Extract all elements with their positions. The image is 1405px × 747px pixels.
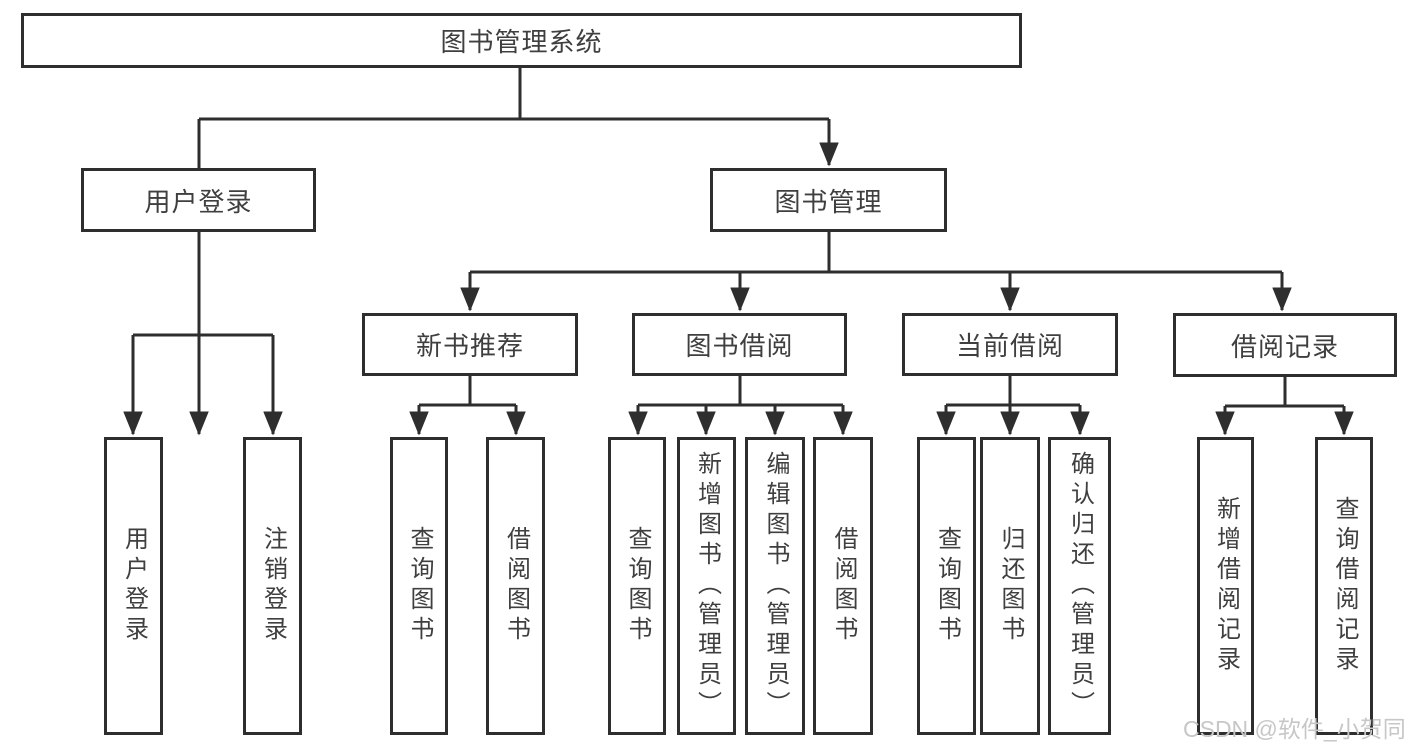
leaf-user-login: 用户登录 [104,437,163,735]
leaf-return-books: 归还图书 [980,437,1040,735]
node-label: 新增借阅记录 [1212,496,1240,676]
node-label: 确认归还（管理员） [1066,451,1094,721]
node-book-management: 图书管理 [710,168,947,232]
node-current-borrowing: 当前借阅 [902,313,1118,376]
node-book-borrowing: 图书借阅 [632,313,847,376]
leaf-search-books-borrowing: 查询图书 [608,437,666,735]
node-label: 注销登录 [259,526,287,646]
node-borrowing-records: 借阅记录 [1173,313,1397,377]
leaf-add-borrow-record: 新增借阅记录 [1197,437,1254,735]
leaf-borrow-books: 借阅图书 [813,437,873,735]
node-label: 查询图书 [933,526,961,646]
node-label: 图书管理 [774,186,883,217]
node-label: 查询图书 [406,526,433,646]
node-label: 查询借阅记录 [1331,496,1358,676]
leaf-logout: 注销登录 [243,437,302,735]
node-label: 用户登录 [120,526,148,646]
node-label: 查询图书 [624,526,651,646]
node-label: 新增图书（管理员） [693,451,721,721]
node-label: 新书推荐 [415,331,524,361]
node-label: 借阅图书 [830,526,857,646]
node-label: 当前借阅 [955,331,1064,361]
leaf-borrow-books-recommend: 借阅图书 [486,437,545,735]
node-label: 借阅图书 [502,526,530,646]
node-label: 归还图书 [997,526,1024,646]
node-root: 图书管理系统 [21,13,1022,68]
watermark: CSDN @软件_小贺同学 [1183,716,1405,742]
node-label: 编辑图书（管理员） [762,451,789,721]
leaf-search-books-current: 查询图书 [917,437,976,735]
node-user-login: 用户登录 [81,168,316,232]
node-label: 图书借阅 [685,331,794,361]
node-label: 用户登录 [144,186,253,217]
leaf-edit-books-admin: 编辑图书（管理员） [745,437,805,735]
node-new-book-recommendation: 新书推荐 [362,313,578,376]
leaf-search-borrow-record: 查询借阅记录 [1315,437,1373,735]
leaf-confirm-return-admin: 确认归还（管理员） [1048,437,1111,735]
node-label: 图书管理系统 [440,27,603,57]
node-label: 借阅记录 [1230,331,1339,362]
leaf-add-books-admin: 新增图书（管理员） [677,437,736,735]
leaf-search-books-recommend: 查询图书 [390,437,448,735]
